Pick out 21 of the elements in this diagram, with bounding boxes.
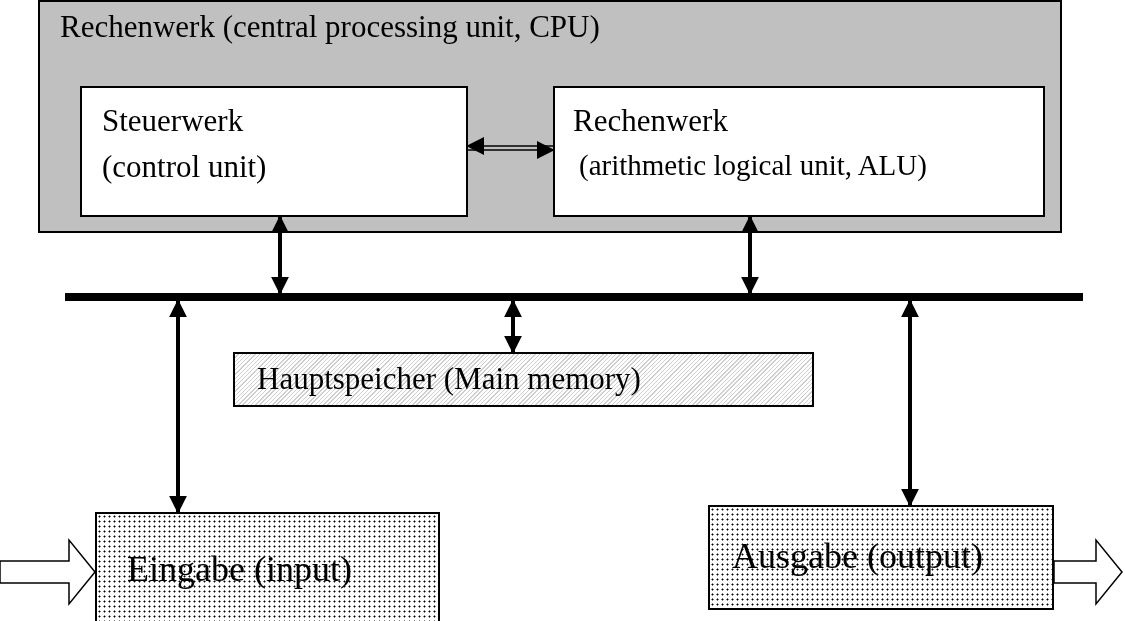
box-label: Ausgabe (output) <box>732 535 983 578</box>
box-heading: Rechenwerk <box>573 102 728 140</box>
arrow <box>504 299 522 354</box>
box-label: (arithmetic logical unit, ALU) <box>579 148 927 183</box>
arrow <box>271 215 289 295</box>
arrow <box>741 215 759 295</box>
process-box <box>80 86 468 217</box>
box-label: Hauptspeicher (Main memory) <box>257 360 641 398</box>
box-heading: Steuerwerk <box>102 102 244 140</box>
input-box <box>95 512 440 621</box>
arrow <box>169 299 187 514</box>
cpu-box <box>38 0 1062 233</box>
arrow <box>901 299 919 507</box>
output-box <box>708 505 1054 610</box>
box-label: (control unit) <box>102 148 267 186</box>
process-box <box>553 86 1045 217</box>
box-label: Eingabe (input) <box>127 548 352 591</box>
block-arrow <box>0 537 96 607</box>
box-heading: Rechenwerk (central processing unit, CPU) <box>60 8 600 46</box>
block-arrow <box>1053 537 1123 607</box>
memory-box <box>233 352 814 407</box>
